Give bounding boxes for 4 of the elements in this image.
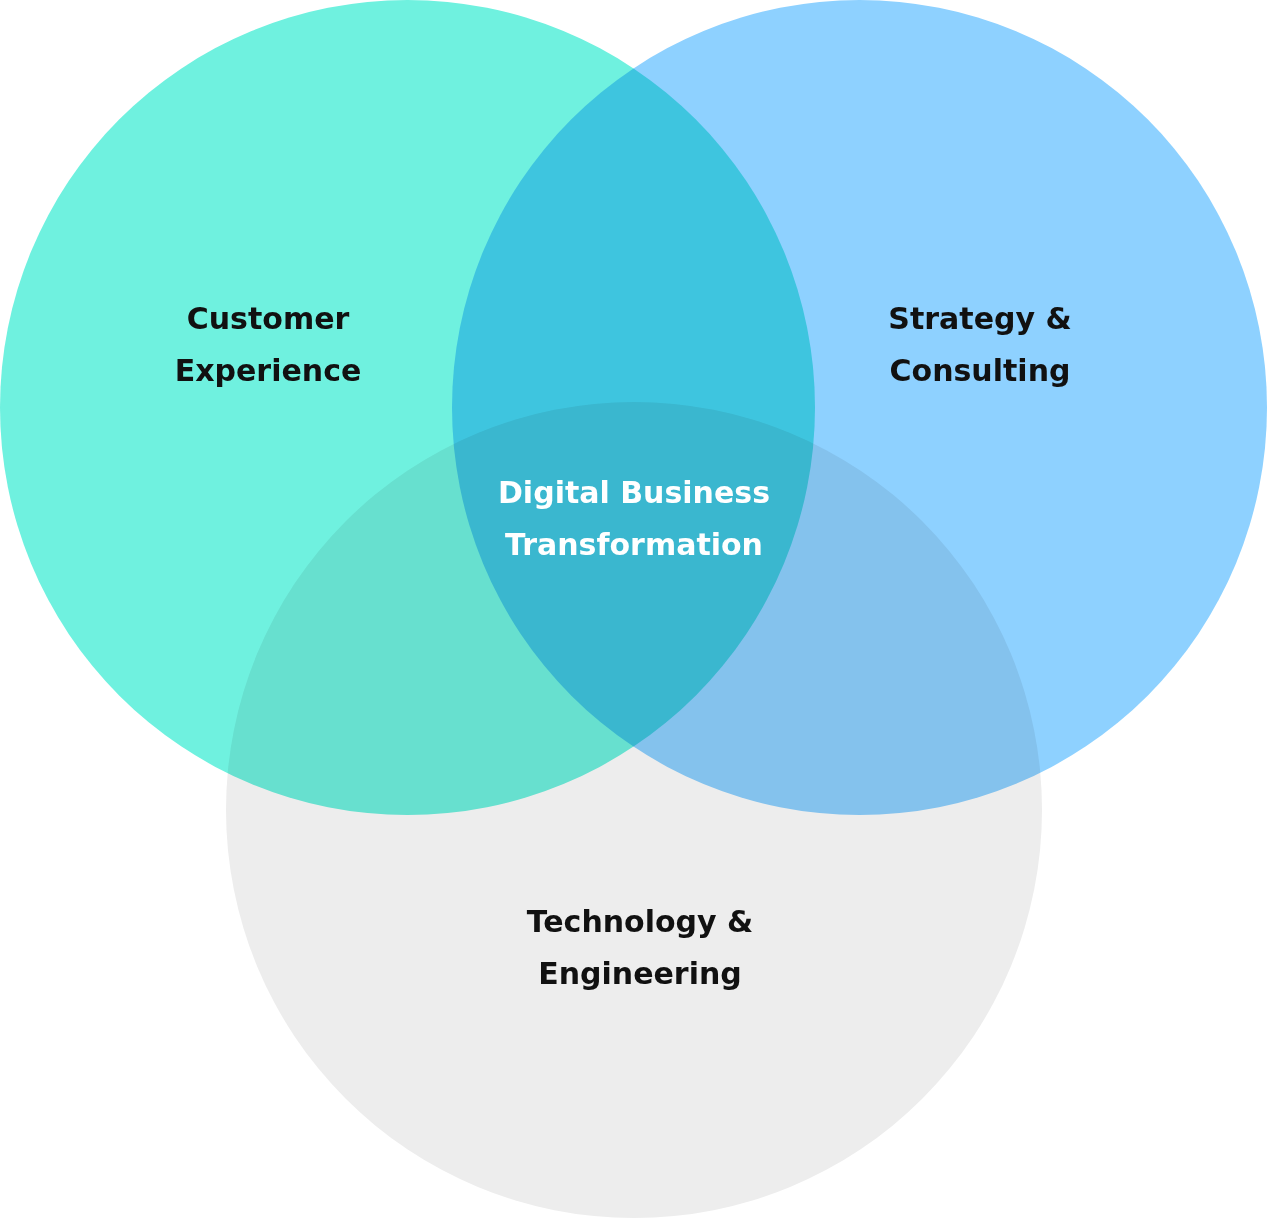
circle-label: Technology & Engineering	[525, 903, 755, 993]
circle-label: Strategy & Consulting	[887, 300, 1073, 390]
circle-label: Customer Experience	[173, 300, 363, 390]
overlap-label: Digital Business Transformation	[496, 474, 771, 564]
